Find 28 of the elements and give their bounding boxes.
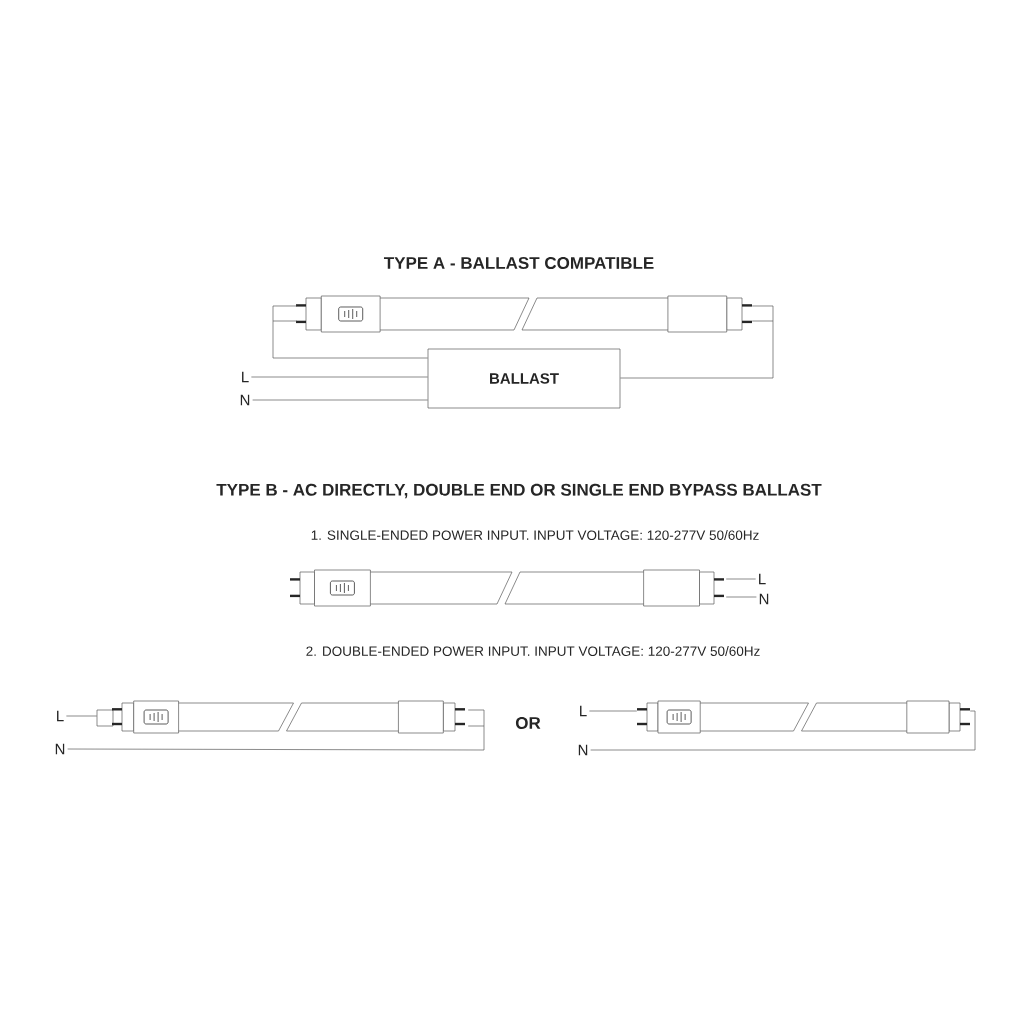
section-heading: TYPE B - AC DIRECTLY, DOUBLE END OR SINGLE END BYPASS BALLAST [216,483,822,499]
led-tube-drawing [290,569,724,607]
wire [252,399,428,401]
wire-label: L [580,705,587,717]
wire [620,305,774,379]
wire-label: N [578,744,588,756]
led-tube-drawing [637,700,970,734]
wire [725,596,757,598]
wire-label: N [55,743,65,755]
wire [66,715,98,717]
wire-label: N [240,394,250,406]
wire [590,710,976,751]
section-heading: TYPE A - BALLAST COMPATIBLE [384,257,654,270]
wire-label: L [57,710,64,722]
wire-label: L [759,573,766,585]
wire-label: N [759,593,769,605]
subheading: 2. DOUBLE-ENDED POWER INPUT. INPUT VOLTAGE: 120-277V 50/60Hz [306,646,760,656]
wire [725,578,756,580]
wire [272,305,428,359]
or-text: OR [515,717,541,730]
wire-label: L [242,371,249,383]
wire [67,709,485,751]
subheading: 1. SINGLE-ENDED POWER INPUT. INPUT VOLTAGE: 120-277V 50/60Hz [311,530,759,540]
wire [251,376,428,378]
led-tube-drawing [96,700,465,734]
ballast-box: BALLAST [427,348,621,409]
wire [589,710,638,712]
led-tube-drawing [296,295,752,333]
